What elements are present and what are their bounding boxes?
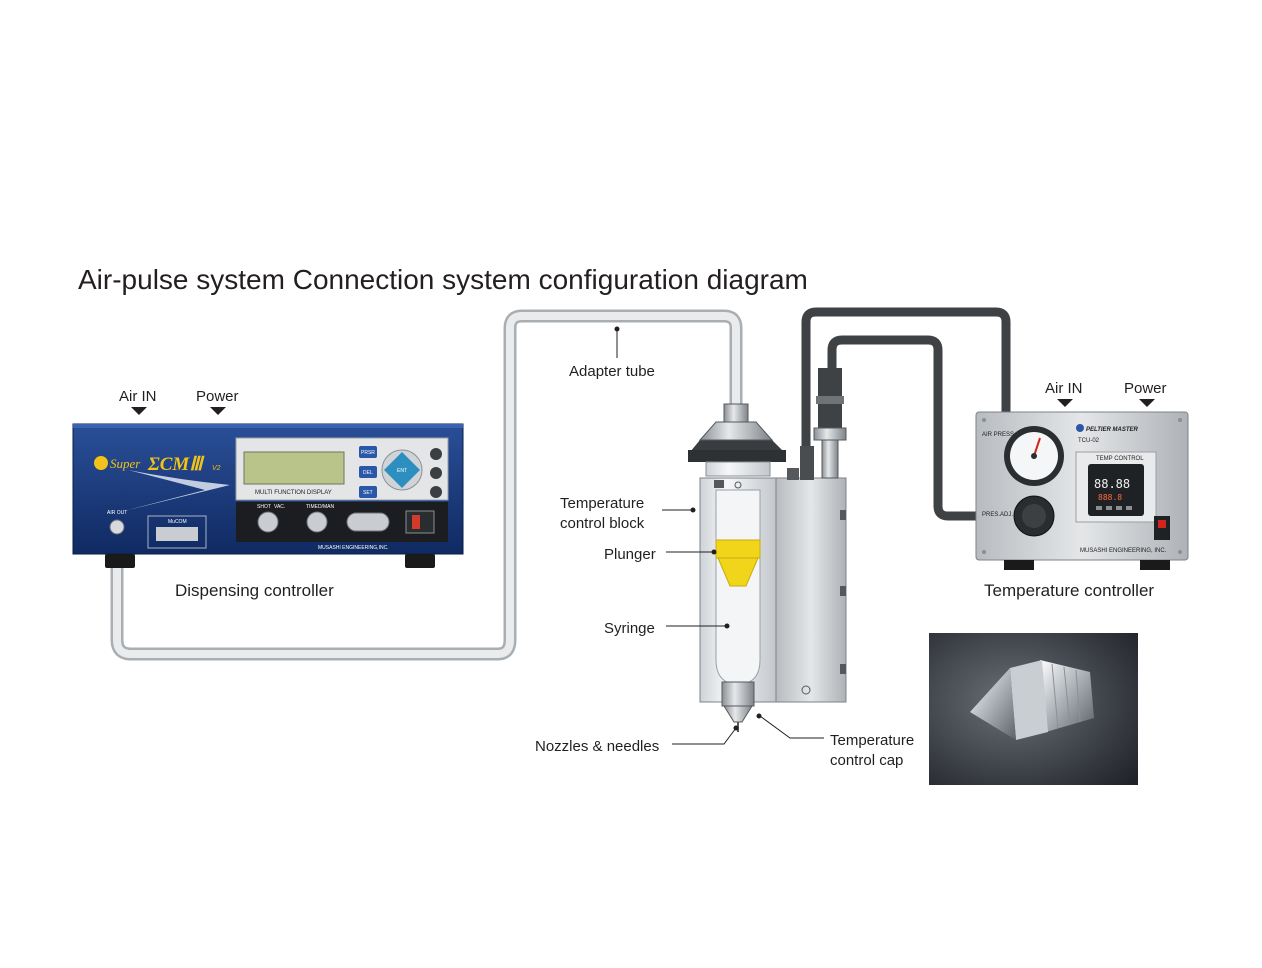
temp-block-label-line1: Temperature — [560, 495, 644, 512]
temperature-display — [1088, 464, 1144, 516]
adapter-tube-label: Adapter tube — [569, 363, 655, 380]
dispenser-air-in-label: Air IN — [119, 388, 157, 405]
syringe-assembly — [688, 368, 847, 732]
peltier-brand: PELTIER MASTER — [1086, 427, 1139, 433]
nozzles-label: Nozzles & needles — [535, 738, 659, 755]
syringe-label: Syringe — [604, 620, 655, 637]
peltier-logo-icon — [1076, 424, 1084, 432]
air-press-label: AIR PRESS. — [982, 432, 1016, 438]
air-out-label: AIR OUT — [107, 510, 127, 516]
dispenser-brand: Super — [110, 456, 141, 471]
dispensing-controller: Super ΣCMⅢ V2 MULTI FUNCTION DISPLAY PRS… — [72, 423, 464, 568]
temp-power-label: Power — [1124, 380, 1167, 397]
pres-adj-label: PRES.ADJ. — [982, 512, 1013, 518]
temp-control-label: TEMP CONTROL — [1096, 456, 1144, 462]
temp-display-value: 88.88 — [1094, 477, 1130, 491]
vac-label: VAC. — [274, 504, 285, 510]
temp-air-in-arrow — [1057, 399, 1073, 407]
prsr-button[interactable] — [359, 446, 377, 458]
temp-power-arrow — [1139, 399, 1155, 407]
prsr-button-label: PRSR — [361, 450, 375, 456]
shot-button[interactable] — [257, 511, 279, 533]
cable-tubes — [801, 307, 1011, 521]
dispenser-air-in-arrow — [131, 407, 147, 415]
temp-display-sub: 888.8 — [1098, 493, 1122, 502]
direction-pad[interactable]: ENT — [381, 449, 423, 491]
temp-cap-label-line1: Temperature — [830, 732, 914, 749]
temperature-cap-photo — [929, 633, 1138, 785]
lcd-display — [243, 451, 345, 485]
side-button-1[interactable] — [430, 448, 442, 460]
musashi-logo-icon — [94, 456, 108, 470]
dispenser-model: ΣCMⅢ — [147, 454, 205, 475]
side-button-3[interactable] — [430, 486, 442, 498]
mucom-label: MuCOM — [168, 519, 187, 525]
air-out-port — [109, 519, 125, 535]
temp-air-in-label: Air IN — [1045, 380, 1083, 397]
temperature-controller-label: Temperature controller — [984, 581, 1154, 600]
dispenser-power-label: Power — [196, 388, 239, 405]
dispensing-controller-label: Dispensing controller — [175, 581, 334, 600]
dispenser-maker-label: MUSASHI ENGINEERING,INC. — [318, 545, 389, 551]
adapter-tube — [110, 309, 743, 661]
multi-display-label: MULTI FUNCTION DISPLAY — [255, 490, 332, 496]
temp-block-label-line2: control block — [560, 515, 645, 532]
ent-button-label: ENT — [397, 468, 407, 474]
temperature-controller: AIR PRESS. PRES.ADJ. PELTIER MASTER TCU-… — [975, 411, 1189, 570]
page-title: Air-pulse system Connection system confi… — [78, 264, 808, 295]
temp-cap-label-line2: control cap — [830, 752, 903, 769]
set-button-label: SET — [363, 490, 373, 496]
mucom-port — [147, 515, 207, 549]
pressure-gauge — [1004, 426, 1064, 486]
side-button-2[interactable] — [430, 467, 442, 479]
timed-man-label: TIMED/MAN — [306, 504, 334, 510]
del-button[interactable] — [359, 466, 377, 478]
shot-label: SHOT — [257, 504, 271, 510]
set-button[interactable] — [359, 486, 377, 498]
temp-model: TCU-02 — [1078, 438, 1100, 444]
ref-button[interactable] — [346, 512, 390, 532]
dispenser-power-arrow — [210, 407, 226, 415]
leader-lines — [614, 326, 824, 745]
dispenser-version: V2 — [212, 465, 221, 472]
plunger-label: Plunger — [604, 546, 656, 563]
del-button-label: DEL — [363, 470, 373, 476]
timed-man-button[interactable] — [306, 511, 328, 533]
plunger — [715, 539, 761, 587]
temp-maker-label: MUSASHI ENGINEERING, INC. — [1080, 548, 1167, 554]
